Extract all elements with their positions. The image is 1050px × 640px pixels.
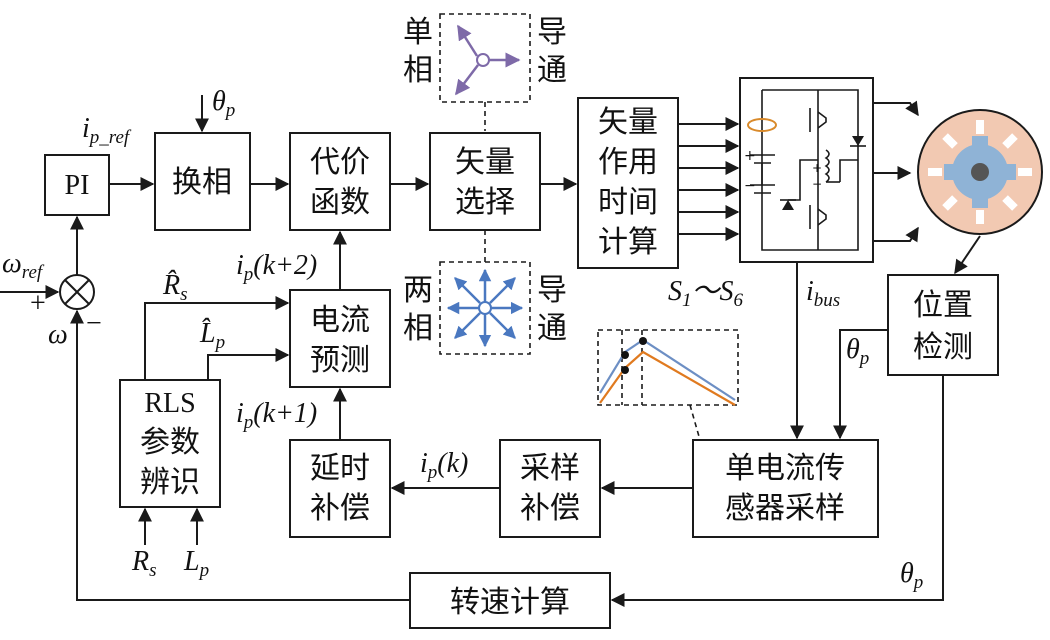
waveform-blue <box>599 338 736 401</box>
lp-hat-arrow <box>207 348 290 380</box>
position-detection-block: 位置 检测 <box>887 274 999 376</box>
vector-select-label-1: 矢量 <box>455 145 515 180</box>
inverter-to-motor-1 <box>873 100 919 117</box>
minus-sign: − <box>86 308 102 339</box>
two-vector-sw <box>454 312 481 339</box>
commutation-label: 换相 <box>172 165 232 200</box>
cost-label-1: 代价 <box>310 145 370 180</box>
rs-hat-arrow <box>144 296 290 380</box>
vector-time-block: 矢量 作用 时间 计算 <box>577 97 679 269</box>
shaft <box>971 163 989 181</box>
inverter-icon: + − + − <box>739 77 874 263</box>
single-left-2: 相 <box>403 53 433 88</box>
lp-hat-label: L̂p <box>199 318 225 353</box>
vector-time-label-4: 计算 <box>598 225 658 260</box>
single-right-2: 通 <box>537 53 567 88</box>
svg-text:+: + <box>744 148 756 164</box>
rls-identification-block: RLS 参数 辨识 <box>119 379 221 508</box>
single-right-1: 导 <box>537 15 567 50</box>
position-label-1: 位置 <box>913 288 973 323</box>
delay-comp-label-1: 延时 <box>310 451 370 486</box>
lp-label: Lp <box>183 546 209 581</box>
omega-label: ω <box>48 319 68 350</box>
sample-comp-label-2: 补偿 <box>520 491 580 526</box>
ip-k1-label: ip(k+1) <box>236 398 317 433</box>
speed-calculation-block: 转速计算 <box>409 572 611 629</box>
current-prediction-block: 电流 预测 <box>289 289 391 388</box>
vector-select-block: 矢量 选择 <box>429 132 541 231</box>
current-sensor-ring <box>747 118 777 132</box>
ip-k-label: ip(k) <box>420 448 468 483</box>
theta-p-bottom-label: θp <box>900 558 923 593</box>
single-left-1: 单 <box>403 15 433 50</box>
summing-junction <box>59 274 95 310</box>
theta-to-speed-arrow <box>610 375 944 607</box>
speed-feedback-arrow <box>70 309 410 601</box>
single-vector-1 <box>456 24 479 57</box>
svg-text:−: − <box>744 178 756 194</box>
rls-label-2: 参数 <box>140 425 200 460</box>
ip-k2-label: ip(k+2) <box>236 250 317 285</box>
commutation-block: 换相 <box>154 132 251 231</box>
vector-time-label-2: 作用 <box>598 145 658 180</box>
ip-ref-label: ip_ref <box>82 113 132 148</box>
vector-time-label-3: 时间 <box>598 185 658 220</box>
delay-compensation-block: 延时 补偿 <box>289 439 391 538</box>
cost-label-2: 函数 <box>310 185 370 220</box>
two-right-1: 导 <box>537 273 567 308</box>
two-vector-ne <box>489 277 516 304</box>
pi-block: PI <box>44 154 110 216</box>
omega-ref-label: ωref <box>2 248 45 283</box>
single-sensor-label-2: 感器采样 <box>725 491 845 526</box>
two-vector-nw <box>454 277 481 304</box>
ibus-label: ibus <box>806 276 840 311</box>
speed-calc-label: 转速计算 <box>450 585 570 620</box>
rs-hat-label: R̂s <box>162 270 188 305</box>
rls-label-3: 辨识 <box>140 465 200 500</box>
position-label-2: 检测 <box>913 330 973 365</box>
current-pred-label-1: 电流 <box>310 303 370 338</box>
plus-sign: + <box>30 288 46 319</box>
two-left-2: 相 <box>403 311 433 346</box>
vector-select-label-2: 选择 <box>455 185 515 220</box>
rls-label-1: RLS <box>144 388 195 419</box>
switches-label: S1～S6 <box>668 276 744 311</box>
connection-lines <box>0 95 981 607</box>
motor-icon <box>917 109 1043 235</box>
theta-p-mid-label: θp <box>846 334 869 369</box>
inverter-to-motor-3 <box>873 226 919 243</box>
single-vector-3 <box>455 64 479 96</box>
sampling-compensation-block: 采样 补偿 <box>499 439 601 538</box>
stator-slots <box>928 120 1032 224</box>
two-phase-conduction-inset: 两 相 导 通 <box>403 261 567 355</box>
sampling-waveform-inset <box>597 329 739 406</box>
theta-to-sensor-arrow <box>833 329 888 440</box>
waveform-orange <box>599 350 736 406</box>
single-sensor-label-1: 单电流传 <box>725 451 845 486</box>
two-left-1: 两 <box>403 273 433 308</box>
cost-function-block: 代价 函数 <box>289 132 391 231</box>
signal-labels: ωref + − ω ip_ref θp R̂s L̂p ip(k+2) ip(… <box>2 86 923 593</box>
sample-comp-label-1: 采样 <box>520 451 580 486</box>
rs-label: Rs <box>131 546 157 581</box>
waveform-link <box>689 404 701 441</box>
two-vector-se <box>489 312 516 339</box>
svg-text:−: − <box>812 177 822 191</box>
svg-text:+: + <box>812 161 822 175</box>
two-right-2: 通 <box>537 311 567 346</box>
single-phase-conduction-inset: 单 相 导 通 <box>403 13 567 103</box>
theta-p-top-label: θp <box>212 86 235 121</box>
vector-time-label-1: 矢量 <box>598 105 658 140</box>
current-pred-label-2: 预测 <box>310 343 370 378</box>
delay-comp-label-2: 补偿 <box>310 491 370 526</box>
pi-label: PI <box>65 170 90 201</box>
single-sensor-sampling-block: 单电流传 感器采样 <box>692 439 879 538</box>
motor-to-position-arrow <box>954 235 981 275</box>
